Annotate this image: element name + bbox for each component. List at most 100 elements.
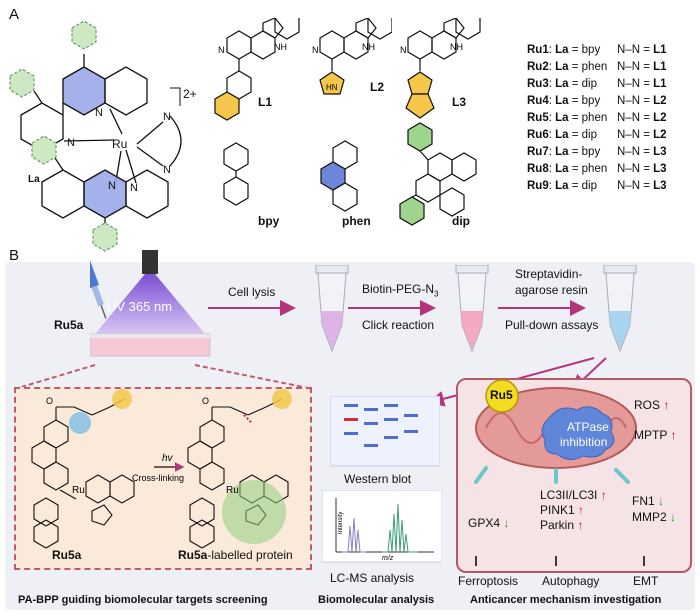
parkin-up-arrow: ↑ — [577, 518, 584, 532]
legend-la: La — [555, 129, 569, 141]
legend-nn: N–N — [617, 146, 641, 158]
caption-anticancer: Anticancer mechanism investigation — [470, 594, 662, 606]
caption-biomolecular: Biomolecular analysis — [318, 594, 435, 606]
legend-eq: = — [568, 61, 582, 73]
legend-nn-group: N–N = L3 — [617, 146, 667, 158]
legend-nn-group: N–N = L3 — [617, 180, 667, 192]
autophagy-label: Autophagy — [542, 574, 600, 588]
legend-la-value: phen — [581, 112, 608, 124]
legend-nn-group: N–N = L3 — [617, 163, 667, 175]
legend-eq-2: = — [640, 180, 654, 192]
ros-up-arrow: ↑ — [663, 398, 670, 412]
o-atom-product: O — [202, 396, 209, 406]
pink1-text: PINK1 — [540, 503, 575, 517]
western-blot-label: Western blot — [344, 472, 412, 486]
lc3-label: LC3II/LC3I ↑ — [540, 488, 607, 502]
lcms-y-axis: Intensity — [338, 512, 344, 534]
tube-2-icon — [455, 265, 489, 353]
n-atom-6: N — [130, 182, 138, 194]
step-cell-lysis: Cell lysis — [228, 285, 276, 299]
legend-la: La — [555, 146, 569, 158]
lcms-label: LC-MS analysis — [330, 571, 415, 585]
ros-text: ROS — [634, 398, 661, 412]
gpx4-down-arrow: ↓ — [503, 516, 510, 530]
step-biotin: Biotin-PEG-N3 — [362, 282, 438, 298]
phen-label: phen — [342, 214, 371, 228]
l3-nh: NH — [450, 42, 463, 52]
ru5-badge: Ru5 — [490, 388, 513, 402]
ru-atom: Ru — [112, 137, 127, 151]
o-atom-reactant: O — [46, 396, 53, 406]
mitochondrion-illustration — [474, 379, 645, 566]
legend-ru: Ru3 — [527, 78, 549, 90]
legend-ru: Ru2 — [527, 61, 549, 73]
legend-colon: : — [548, 44, 556, 56]
legend-nn-value: L2 — [653, 129, 667, 141]
legend-nn-value: L2 — [653, 112, 667, 124]
ru-atom-reactant: Ru — [72, 485, 85, 496]
legend-nn-value: L1 — [653, 61, 667, 73]
gpx4-label: GPX4 ↓ — [468, 516, 509, 530]
l1-n: N — [218, 45, 225, 55]
legend-ru: Ru9 — [527, 180, 549, 192]
step-streptavidin-2: agarose resin — [515, 283, 588, 297]
lcms-x-axis: m/z — [382, 555, 394, 562]
fn1-text: FN1 — [632, 494, 655, 508]
ligand-l1-label: L1 — [258, 95, 273, 109]
ru5a-product-bold: Ru5a — [178, 548, 208, 562]
legend-nn-value: L1 — [653, 78, 667, 90]
legend-nn: N–N — [617, 78, 641, 90]
legend-eq-2: = — [640, 146, 654, 158]
inhibition-label: inhibition — [560, 435, 608, 449]
crosslinking-scheme: hv Cross-linking Ru Ru O O — [31, 389, 292, 549]
tube-3-icon — [603, 265, 637, 353]
uv-lamp-illustration — [90, 250, 211, 357]
crosslinking-label: Cross-linking — [132, 473, 184, 483]
step-biotin-sub: 3 — [434, 289, 439, 299]
legend-colon: : — [548, 112, 556, 124]
caption-pa-bpp: PA-BPP guiding biomolecular targets scre… — [18, 594, 268, 606]
legend-colon: : — [548, 129, 556, 141]
ferroptosis-label: Ferroptosis — [458, 574, 519, 588]
legend-nn-value: L3 — [653, 146, 667, 158]
l1-nh: NH — [274, 42, 287, 52]
legend-eq-2: = — [640, 95, 654, 107]
step-pulldown: Pull-down assays — [505, 318, 599, 332]
legend-eq: = — [568, 146, 582, 158]
mmp2-label: MMP2 ↓ — [632, 510, 676, 524]
step-biotin-text: Biotin-PEG-N — [362, 282, 435, 296]
legend-colon: : — [548, 163, 556, 175]
mptp-up-arrow: ↑ — [670, 428, 677, 442]
legend-nn: N–N — [617, 61, 641, 73]
gpx4-text: GPX4 — [468, 516, 501, 530]
legend-la-value: bpy — [581, 44, 601, 56]
uv-label: UV 365 nm — [107, 299, 173, 314]
ligand-l2-structure: NH N HN — [312, 18, 392, 95]
emt-label: EMT — [633, 574, 659, 588]
panel-b-label: B — [9, 247, 20, 264]
tube-1-icon — [315, 265, 349, 353]
legend-ru: Ru6 — [527, 129, 549, 141]
legend-la: La — [555, 112, 569, 124]
parkin-label: Parkin ↑ — [540, 518, 583, 532]
fn1-down-arrow: ↓ — [658, 494, 665, 508]
n-atom-4: N — [163, 164, 171, 176]
legend-nn-group: N–N = L2 — [617, 112, 667, 124]
bpy-structure — [223, 142, 249, 206]
hv-label: hv — [162, 453, 174, 464]
legend-nn-group: N–N = L2 — [617, 129, 667, 141]
legend-nn: N–N — [617, 180, 641, 192]
pink1-up-arrow: ↑ — [578, 503, 585, 517]
legend-nn-value: L2 — [653, 95, 667, 107]
legend-eq-2: = — [640, 129, 654, 141]
western-blot-image — [330, 396, 440, 467]
ru5a-reactant-label: Ru5a — [52, 548, 82, 562]
legend-eq: = — [568, 112, 582, 124]
legend-colon: : — [548, 61, 556, 73]
